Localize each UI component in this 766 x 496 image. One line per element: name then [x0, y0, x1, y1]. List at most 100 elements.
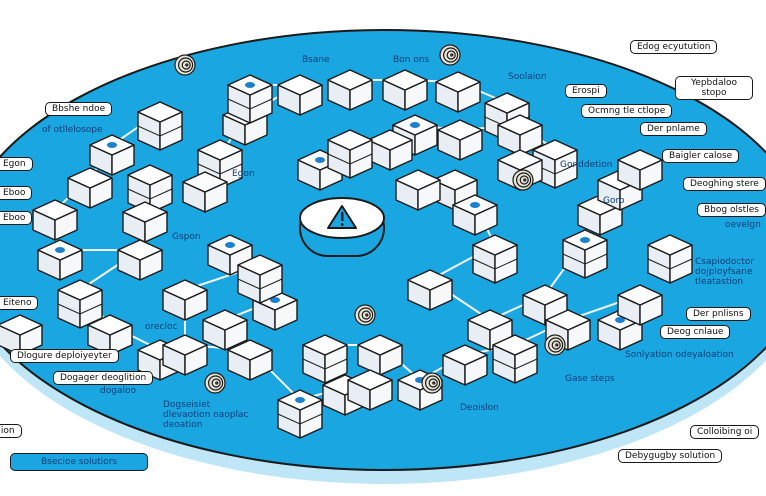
- node-dot-icon: [315, 157, 325, 163]
- cube-node: [492, 334, 538, 384]
- annotation-text: Gspon: [172, 232, 201, 242]
- spiral-icon: [544, 334, 566, 356]
- spiral-icon: [174, 54, 196, 76]
- cube-node: [237, 254, 283, 304]
- cube-nodes: [0, 69, 693, 439]
- callout-label: Deoghing stere: [683, 177, 766, 191]
- annotation-text: Bsane: [302, 55, 330, 65]
- node-dot-icon: [615, 317, 625, 323]
- node-dot-icon: [55, 247, 65, 253]
- callout-label: Eboo: [0, 186, 33, 200]
- cube-node: [227, 339, 273, 381]
- cube-node: [67, 167, 113, 209]
- spiral-icon: [421, 372, 443, 394]
- cube-node: [497, 114, 543, 156]
- annotation-text: Sonlyation odeyaloation: [625, 350, 734, 360]
- cube-node: [392, 114, 438, 156]
- cube-node: [562, 229, 608, 279]
- warning-triangle-icon: [327, 205, 357, 229]
- callout-label: Bbshe ndoe: [45, 102, 113, 116]
- callout-label: Egon: [0, 157, 33, 171]
- callout-label: Der pnlame: [640, 122, 707, 136]
- callout-label: Ocmng tle ctlope: [581, 104, 673, 118]
- callout-label: Yepbdaloo stopo: [675, 76, 753, 100]
- callout-label: Bbog olstles: [697, 203, 766, 217]
- spiral-icon: [204, 372, 226, 394]
- cube-node: [327, 129, 373, 179]
- annotation-text: dogaloo: [100, 386, 136, 396]
- annotation-text: Csapiodoctor dojployfsane tleatastion: [695, 257, 755, 287]
- annotation-text: Bon ons: [393, 55, 430, 65]
- cube-node: [302, 334, 348, 384]
- cube-node: [227, 74, 273, 124]
- annotation-text: Goro: [603, 196, 625, 206]
- annotation-text: Deoislon: [460, 403, 499, 413]
- node-dot-icon: [295, 397, 305, 403]
- cube-node: [182, 171, 228, 213]
- cube-node: [117, 239, 163, 281]
- cube-node: [89, 134, 135, 176]
- node-dot-icon: [225, 242, 235, 248]
- callout-label: Der pnlisns: [686, 307, 751, 321]
- cube-node: [577, 194, 623, 236]
- callout-label: Dogager deoglition: [53, 371, 154, 385]
- cube-node: [437, 119, 483, 161]
- spiral-icon: [354, 304, 376, 326]
- node-dot-icon: [270, 297, 280, 303]
- cube-node: [87, 314, 133, 356]
- cube-node: [197, 139, 243, 189]
- annotation-text: Gonddetion: [560, 160, 613, 170]
- node-dot-icon: [410, 122, 420, 128]
- spiral-icon: [439, 44, 461, 66]
- cube-node: [277, 74, 323, 116]
- cube-node: [0, 314, 43, 356]
- callout-label: Sulion: [0, 424, 22, 438]
- callout-label: Deog cnlaue: [660, 325, 731, 339]
- cube-node: [395, 169, 441, 211]
- cube-node: [435, 71, 481, 113]
- callout-label: Baigler calose: [662, 149, 740, 163]
- cube-node: [202, 309, 248, 351]
- node-dot-icon: [580, 237, 590, 243]
- annotation-text: Dogseisiet dlevaotion oaoplac deoation: [163, 400, 249, 430]
- cube-node: [327, 69, 373, 111]
- cube-node: [647, 234, 693, 284]
- cube-node: [452, 194, 498, 236]
- cube-node: [617, 149, 663, 191]
- node-dot-icon: [245, 82, 255, 88]
- annotation-text: Soolaion: [508, 72, 547, 82]
- node-dot-icon: [107, 142, 117, 148]
- callout-label: Dlogure deploiyeyter: [10, 349, 119, 363]
- spiral-icons: [174, 44, 566, 394]
- cube-node: [32, 199, 78, 241]
- cube-node: [162, 279, 208, 321]
- warning-button[interactable]: [299, 197, 385, 257]
- cube-node: [137, 101, 183, 151]
- node-dot-icon: [470, 202, 480, 208]
- callout-label: Eboo: [0, 211, 33, 225]
- cube-node: [617, 284, 663, 326]
- cube-node: [472, 234, 518, 284]
- cube-node: [277, 389, 323, 439]
- spiral-icon: [512, 169, 534, 191]
- callout-label: Bsecioe solutiors: [10, 453, 149, 471]
- callout-label: Debygugby solution: [618, 449, 723, 463]
- annotation-text: orecloc: [145, 322, 178, 332]
- callout-label: Eiteno: [0, 296, 39, 310]
- cube-node: [442, 344, 488, 386]
- callout-label: Edog ecyutution: [630, 40, 718, 54]
- cube-node: [347, 369, 393, 411]
- cube-node: [122, 201, 168, 243]
- annotation-text: Gase steps: [565, 374, 615, 384]
- cube-node: [127, 164, 173, 214]
- cube-node: [367, 129, 413, 171]
- annotation-text: oevelgn: [725, 220, 761, 230]
- callout-label: Colloibing oi: [690, 425, 760, 439]
- annotation-text: of otllelosope: [42, 125, 103, 135]
- cube-node: [357, 334, 403, 376]
- cube-node: [37, 239, 83, 281]
- annotation-text: Egon: [232, 169, 255, 179]
- callout-label: Erospi: [565, 84, 607, 98]
